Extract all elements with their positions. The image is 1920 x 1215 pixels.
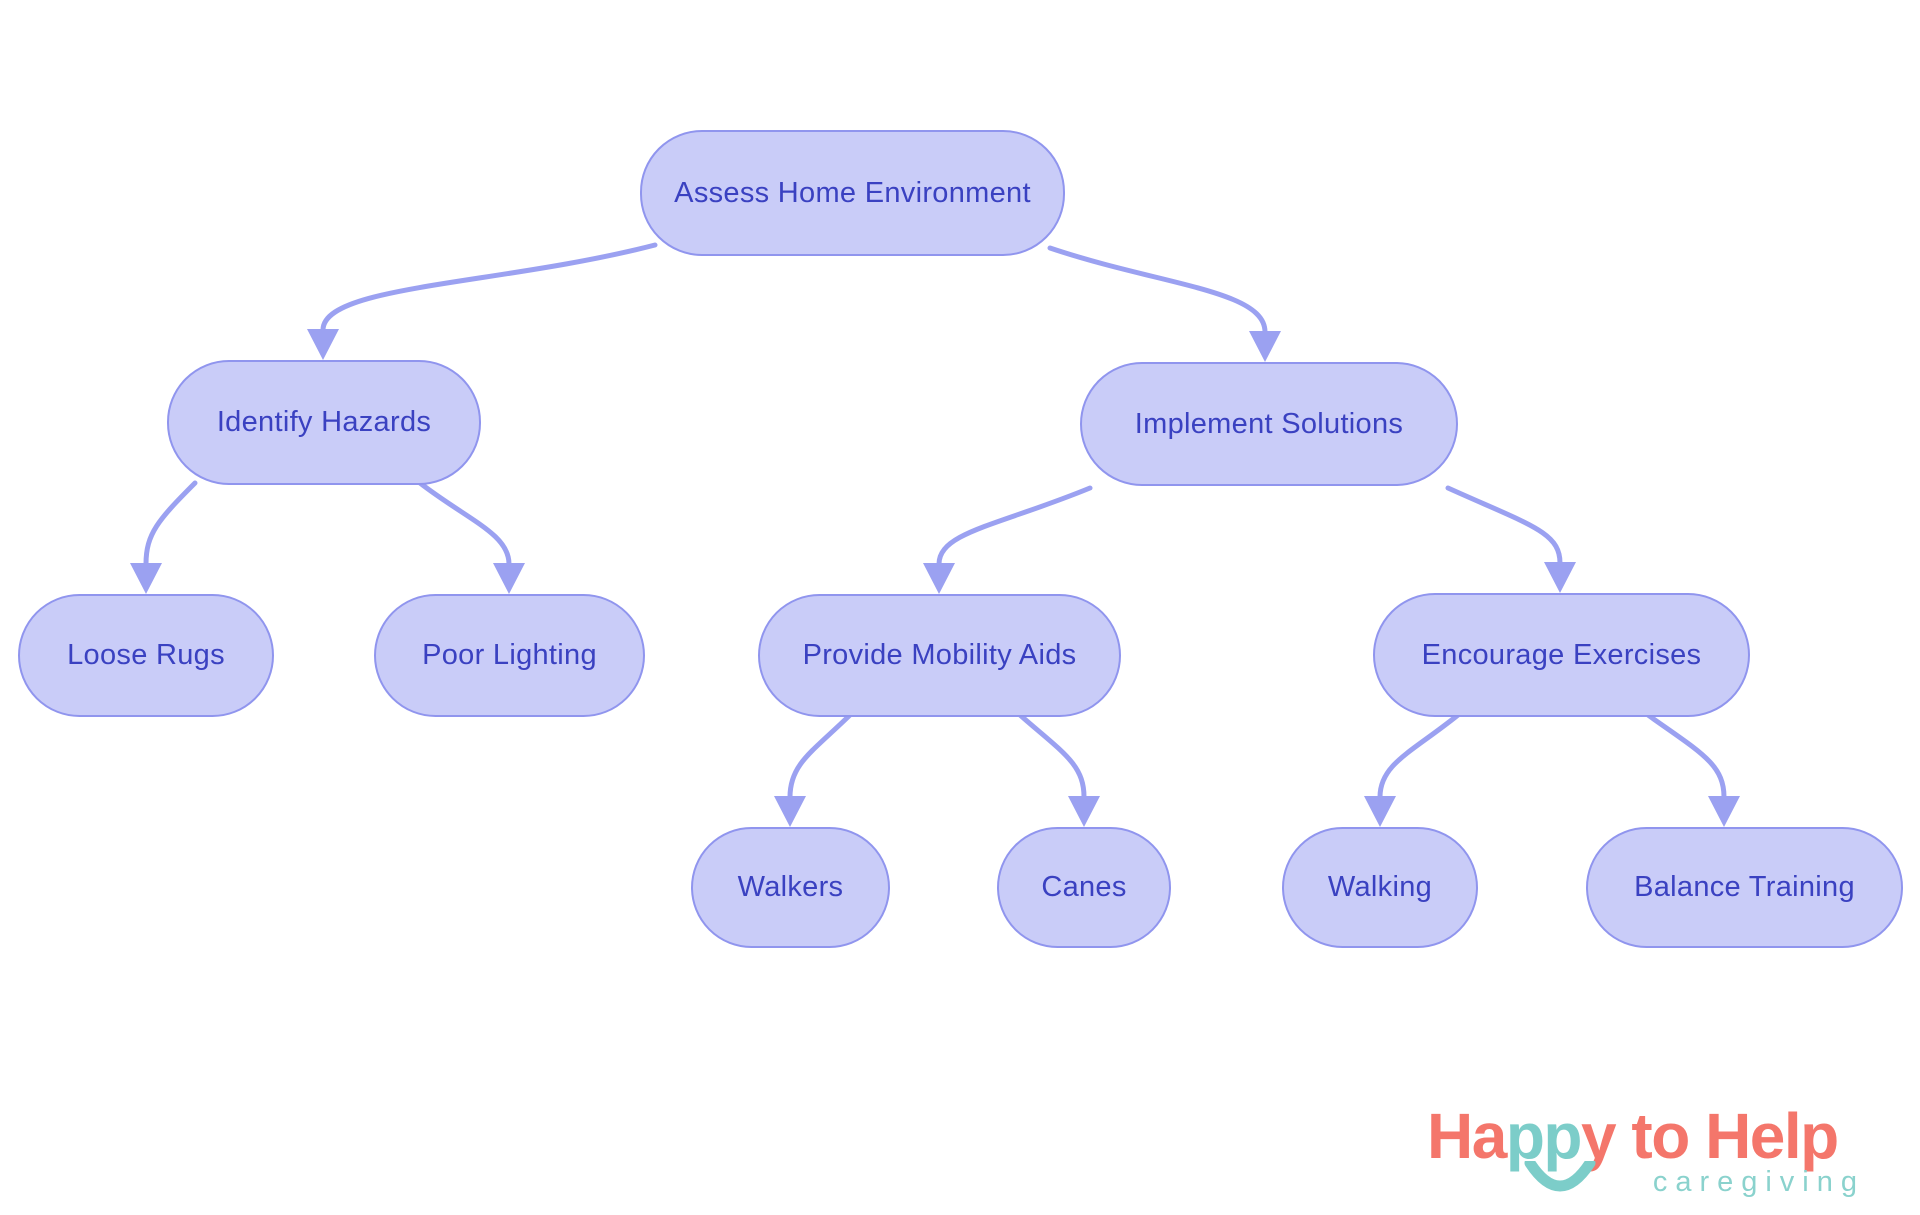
logo-word-ha: Ha	[1427, 1100, 1507, 1172]
node-label: Provide Mobility Aids	[802, 639, 1077, 671]
node-canes: Canes	[997, 827, 1171, 948]
node-label: Encourage Exercises	[1421, 638, 1702, 671]
node-label: Assess Home Environment	[674, 176, 1031, 209]
edge-identify-to-poor-lighting	[417, 480, 525, 594]
node-label: Loose Rugs	[67, 639, 225, 671]
node-walkers: Walkers	[691, 827, 890, 948]
node-label: Identify Hazards	[216, 406, 432, 438]
node-label: Walking	[1327, 871, 1433, 903]
node-loose-rugs: Loose Rugs	[18, 594, 274, 717]
node-walking: Walking	[1282, 827, 1478, 948]
node-assess-home-environment: Assess Home Environment	[640, 130, 1065, 256]
node-encourage-exercises: Encourage Exercises	[1373, 593, 1750, 717]
logo-word-y-to-help: y to Help	[1581, 1100, 1839, 1172]
node-implement-solutions: Implement Solutions	[1080, 362, 1458, 486]
logo-happy-to-help-caregiving: Happy to Help caregiving	[1427, 1104, 1907, 1197]
edge-assess-to-identify-hazards	[307, 242, 658, 360]
logo-word-pp: pp	[1505, 1100, 1583, 1172]
node-label: Implement Solutions	[1134, 407, 1404, 440]
edge-implement-to-encourage-exercises	[1445, 485, 1576, 593]
node-label: Canes	[1041, 871, 1127, 903]
node-identify-hazards: Identify Hazards	[167, 360, 481, 485]
node-label: Balance Training	[1634, 871, 1855, 903]
node-balance-training: Balance Training	[1586, 827, 1903, 948]
edge-encourage-to-walking	[1364, 712, 1461, 827]
logo-wordmark: Happy to Help	[1427, 1104, 1907, 1168]
node-provide-mobility-aids: Provide Mobility Aids	[758, 594, 1121, 717]
logo-tagline: caregiving	[1652, 1166, 1865, 1198]
edge-assess-to-implement-solutions	[1047, 245, 1281, 362]
node-label: Walkers	[737, 871, 844, 903]
edge-mobility-to-walkers	[774, 712, 853, 827]
node-label: Poor Lighting	[422, 639, 597, 671]
smile-icon	[1524, 1161, 1596, 1192]
edge-identify-to-loose-rugs	[130, 480, 198, 594]
edge-mobility-to-canes	[1017, 712, 1100, 827]
edge-encourage-to-balance-training	[1645, 712, 1740, 827]
edge-implement-to-mobility-aids	[923, 485, 1093, 594]
node-poor-lighting: Poor Lighting	[374, 594, 645, 717]
